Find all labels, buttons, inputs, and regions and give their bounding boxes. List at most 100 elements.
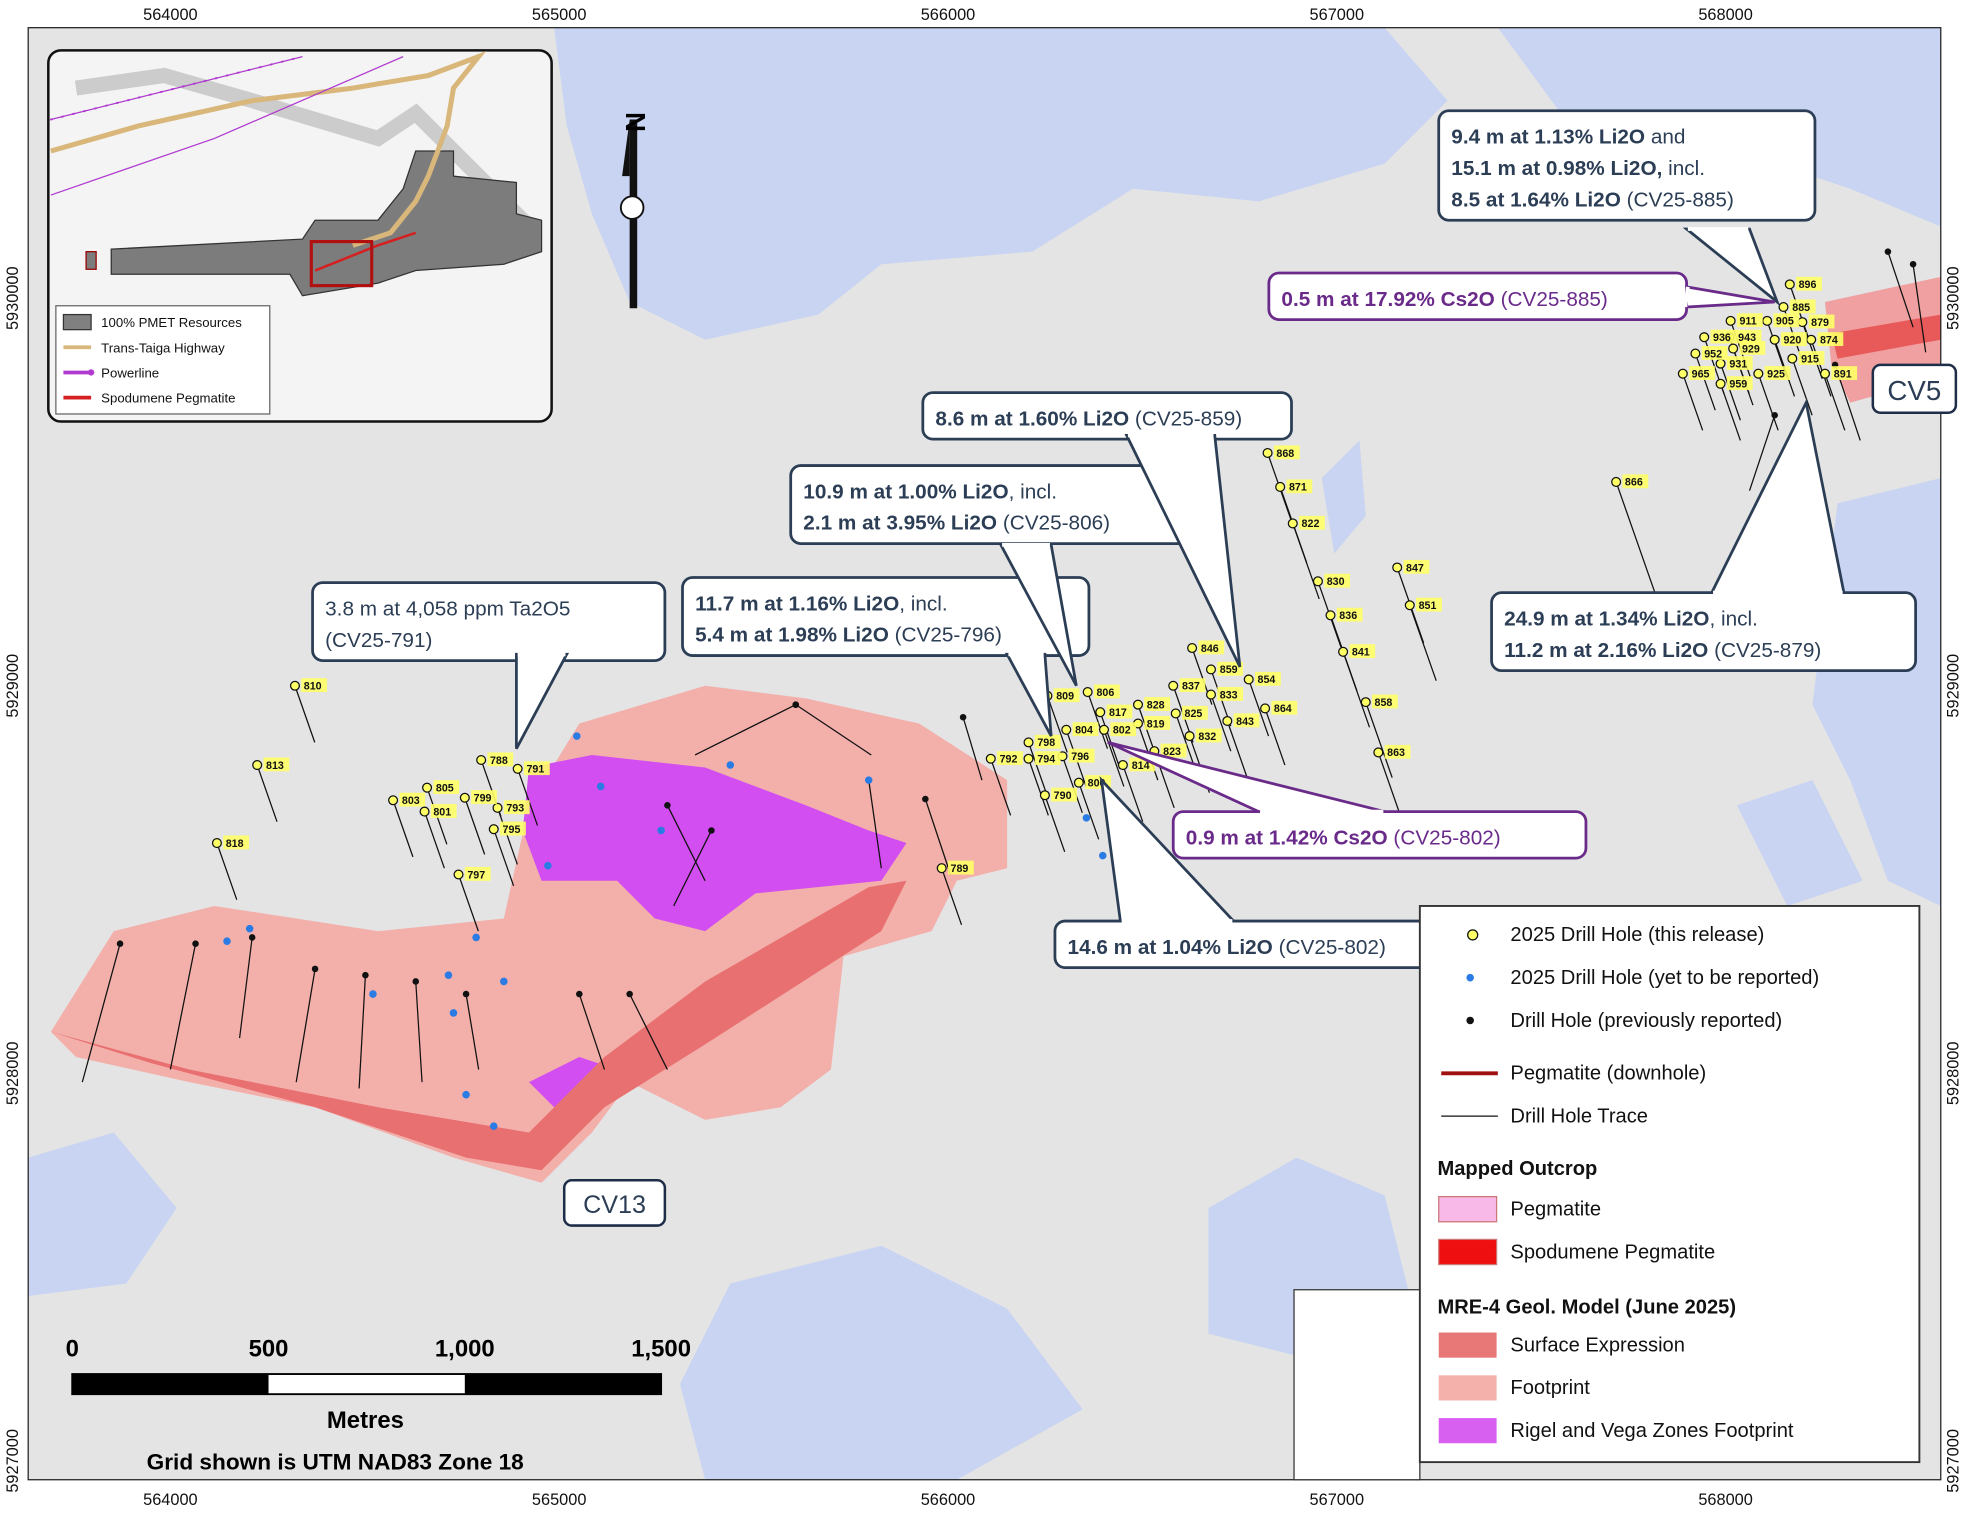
drill-hole-trace	[1810, 339, 1832, 397]
drill-hole-label: 805	[436, 782, 454, 794]
drill-hole-marker	[1275, 481, 1286, 492]
legend-swatch	[1438, 1418, 1497, 1444]
label-halo	[1051, 787, 1077, 802]
drill-hole-trace	[1027, 758, 1049, 816]
y-tick-left: 5930000	[4, 266, 22, 330]
legend-swatch	[1438, 1332, 1497, 1358]
y-tick-right: 5927000	[1944, 1429, 1962, 1493]
label-halo	[1349, 644, 1376, 659]
label-halo	[223, 835, 250, 850]
axis-ticks: 5640005640005650005650005660005660005670…	[4, 6, 1962, 1509]
drill-hole-previous	[792, 701, 800, 708]
drill-hole-pending	[1098, 851, 1107, 860]
drill-hole-label: 796	[1071, 751, 1089, 763]
drill-hole-marker	[476, 754, 487, 766]
drill-hole-previous	[248, 934, 256, 941]
drill-hole-trace	[81, 943, 121, 1083]
drill-hole-previous	[576, 990, 583, 998]
y-tick-right: 5928000	[1944, 1041, 1962, 1105]
callout-text: 3.8 m at 4,058 ppm Ta2O5	[325, 597, 570, 620]
drill-hole-label: 854	[1258, 674, 1276, 686]
inset-legend-swatch	[62, 313, 92, 331]
label-halo	[1726, 376, 1753, 391]
drill-hole-marker	[1187, 642, 1198, 654]
drill-hole-trace	[868, 780, 882, 869]
drill-hole-marker	[1287, 518, 1298, 529]
legend-heading: Mapped Outcrop	[1437, 1158, 1597, 1180]
label-halo	[1255, 671, 1281, 686]
drill-hole-trace	[795, 704, 872, 756]
label-halo	[1764, 366, 1791, 380]
callout-text: 2.1 m at 3.95% Li2O (CV25-806)	[803, 512, 1110, 535]
drill-hole-previous	[462, 990, 470, 998]
callout-segment: 9.4 m at 1.13% Li2O	[1451, 125, 1645, 148]
drill-hole-label: 794	[1037, 754, 1055, 766]
callout-806: 10.9 m at 1.00% Li2O, incl.2.1 m at 3.95…	[789, 464, 1191, 687]
drill-hole-pending	[444, 971, 453, 979]
legend-swatch	[1438, 1195, 1498, 1223]
callout-segment: 15.1 m at 0.98% Li2O,	[1451, 157, 1662, 180]
drill-hole-marker	[936, 863, 947, 874]
drill-hole-label: 833	[1220, 689, 1238, 701]
drill-hole-pending	[1082, 814, 1091, 822]
legend-label: Surface Expression	[1510, 1334, 1685, 1356]
drill-hole-label: 858	[1375, 697, 1393, 709]
drill-hole-marker	[1132, 699, 1144, 710]
drill-hole-trace	[1044, 795, 1066, 853]
label-halo	[471, 790, 497, 805]
drill-hole-labels: 8108138188038058017997937957977887917897…	[223, 276, 1858, 881]
inset-legend-label: Powerline	[101, 365, 159, 380]
callout-segment: 3.8 m at 4,058 ppm Ta2O5	[325, 597, 570, 620]
drill-hole-marker	[1023, 737, 1034, 748]
drill-hole-marker	[1061, 724, 1072, 735]
drill-hole-label: 879	[1811, 317, 1829, 329]
label-halo	[1198, 640, 1225, 655]
callout-text: 5.4 m at 1.98% Li2O (CV25-796)	[695, 624, 1002, 647]
drill-hole-label: 841	[1352, 647, 1370, 659]
legend-label: Drill Hole (previously reported)	[1510, 1010, 1782, 1032]
drill-hole-marker	[211, 838, 222, 849]
legend-label: Pegmatite	[1510, 1198, 1601, 1220]
cv13-label: CV13	[583, 1191, 646, 1219]
legend-label: Spodumene Pegmatite	[1510, 1241, 1715, 1263]
drill-hole-trace	[1887, 251, 1914, 328]
drill-hole-trace	[256, 764, 278, 822]
legend-label: Footprint	[1510, 1377, 1590, 1399]
drill-hole-trace	[1087, 691, 1109, 749]
legend-swatch	[1438, 1238, 1498, 1266]
drill-hole-label: 814	[1132, 760, 1150, 772]
drill-hole-marker	[488, 824, 499, 835]
label-halo	[1106, 704, 1133, 719]
label-halo	[1416, 597, 1442, 612]
callout-segment: (CV25-859)	[1129, 407, 1242, 430]
drill-hole-trace	[1824, 373, 1846, 431]
legend-label: Rigel and Vega Zones Footprint	[1510, 1420, 1793, 1442]
drill-hole-marker	[1715, 358, 1726, 369]
rigel-vega-footprint	[522, 754, 907, 932]
callout-text: (CV25-791)	[325, 629, 432, 652]
label-halo	[1773, 313, 1800, 328]
label-halo	[1336, 607, 1363, 622]
callout-segment: 5.4 m at 1.98% Li2O	[695, 624, 889, 647]
callout-796: 11.7 m at 1.16% Li2O, incl.5.4 m at 1.98…	[681, 576, 1091, 737]
drill-hole-trace	[1175, 713, 1197, 771]
drill-hole-marker	[492, 802, 503, 813]
drill-hole-marker	[1373, 747, 1384, 758]
callout-text: 8.5 at 1.64% Li2O (CV25-885)	[1451, 188, 1734, 211]
label-halo	[1217, 687, 1244, 701]
north-label: N	[620, 112, 651, 132]
drill-hole-label: 795	[503, 824, 521, 836]
drill-hole-label: 943	[1738, 332, 1756, 344]
drill-hole-trace	[924, 798, 952, 875]
label-halo	[1796, 276, 1822, 291]
drill-hole-label: 793	[506, 803, 524, 815]
drill-hole-label: 952	[1704, 348, 1722, 360]
drill-hole-trace	[415, 981, 423, 1083]
drill-hole-trace	[1122, 764, 1144, 822]
drill-hole-trace	[962, 717, 983, 781]
drill-hole-previous	[1771, 411, 1778, 419]
callout-segment: (CV25-806)	[997, 512, 1110, 535]
drill-hole-label: 817	[1109, 707, 1127, 719]
drill-hole-label: 965	[1692, 368, 1710, 380]
drill-hole-label: 798	[1037, 737, 1055, 749]
